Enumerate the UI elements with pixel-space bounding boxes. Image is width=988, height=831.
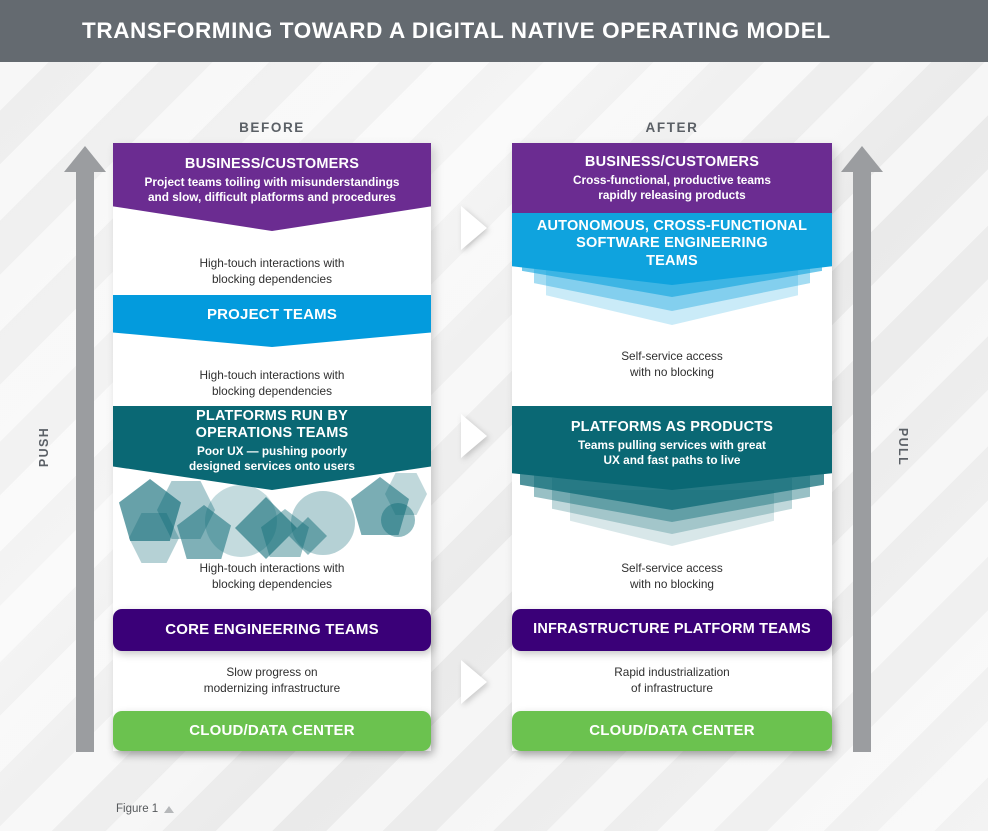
block-subtitle-line1: Cross-functional, productive teams (573, 172, 771, 187)
block-title: INFRASTRUCTURE PLATFORM TEAMS (533, 621, 811, 638)
connector-line2: blocking dependencies (211, 383, 333, 398)
after-card: BUSINESS/CUSTOMERS Cross-functional, pro… (512, 143, 832, 751)
block-subtitle-line2: rapidly releasing products (598, 187, 746, 202)
block-title: CORE ENGINEERING TEAMS (165, 621, 379, 639)
block-title: CLOUD/DATA CENTER (189, 722, 355, 740)
connector-line1: Slow progress on (226, 665, 318, 679)
block-subtitle-line2: designed services onto users (189, 459, 355, 474)
block-subtitle-line1: Teams pulling services with great (578, 437, 766, 452)
block-title-line1: PLATFORMS RUN BY (196, 408, 348, 425)
pull-arrow-label: PULL (896, 427, 911, 467)
connector-line2: of infrastructure (631, 680, 713, 695)
before-connector-1: High-touch interactions with blocking de… (113, 256, 431, 287)
push-arrow-label: PUSH (37, 426, 52, 468)
column-heading-after: AFTER (645, 120, 699, 135)
block-title: BUSINESS/CUSTOMERS (584, 153, 760, 170)
figure-caption-label: Figure 1 (116, 803, 159, 815)
after-block-cloud-data-center[interactable]: CLOUD/DATA CENTER (512, 711, 832, 751)
block-subtitle-line2: UX and fast paths to live (603, 452, 741, 467)
connector-line2: modernizing infrastructure (203, 680, 341, 695)
connector-line1: High-touch interactions with (199, 256, 345, 270)
header-bar: TRANSFORMING TOWARD A DIGITAL NATIVE OPE… (0, 0, 988, 62)
polygon-cluster (113, 473, 431, 565)
polygon-shape (385, 473, 427, 515)
after-block-platforms-as-products[interactable]: PLATFORMS AS PRODUCTS Teams pulling serv… (512, 406, 832, 490)
column-heading-before: BEFORE (239, 120, 305, 135)
push-arrow (64, 146, 106, 752)
before-connector-3: High-touch interactions with blocking de… (113, 561, 431, 592)
triangle-up-icon (164, 805, 175, 813)
page-title: TRANSFORMING TOWARD A DIGITAL NATIVE OPE… (82, 18, 831, 43)
before-block-core-engineering-teams[interactable]: CORE ENGINEERING TEAMS (113, 609, 431, 651)
block-title-line2: OPERATIONS TEAMS (195, 425, 349, 442)
polygon-shape (381, 503, 415, 537)
after-chevron-stack-teams: AUTONOMOUS, CROSS-FUNCTIONAL SOFTWARE EN… (512, 213, 832, 343)
pull-arrow (841, 146, 883, 752)
connector-line2: with no blocking (630, 364, 714, 379)
before-block-business-customers[interactable]: BUSINESS/CUSTOMERS Project teams toiling… (113, 143, 431, 231)
connector-line2: blocking dependencies (211, 271, 333, 286)
connector-line2: blocking dependencies (211, 576, 333, 591)
after-connector-3: Rapid industrialization of infrastructur… (512, 665, 832, 696)
before-block-project-teams[interactable]: PROJECT TEAMS (113, 295, 431, 347)
block-title-line2: SOFTWARE ENGINEERING (576, 235, 768, 252)
connector-line2: with no blocking (630, 576, 714, 591)
after-connector-1: Self-service access with no blocking (512, 349, 832, 380)
block-subtitle-line1: Project teams toiling with misunderstand… (144, 174, 400, 189)
block-subtitle-line2: and slow, difficult platforms and proced… (148, 189, 396, 204)
before-block-cloud-data-center[interactable]: CLOUD/DATA CENTER (113, 711, 431, 751)
connector-line1: High-touch interactions with (199, 561, 345, 575)
transition-arrow-icon (461, 206, 487, 250)
connector-line1: Self-service access (621, 561, 723, 575)
transition-arrow-icon (461, 414, 487, 458)
before-connector-2: High-touch interactions with blocking de… (113, 368, 431, 399)
figure-caption: Figure 1 (116, 803, 175, 815)
connector-line1: Self-service access (621, 349, 723, 363)
after-connector-2: Self-service access with no blocking (512, 561, 832, 592)
after-block-business-customers[interactable]: BUSINESS/CUSTOMERS Cross-functional, pro… (512, 143, 832, 213)
transition-arrow-icon (461, 660, 487, 704)
block-title: BUSINESS/CUSTOMERS (184, 155, 360, 172)
block-title-line3: TEAMS (646, 252, 698, 269)
polygon-shape (291, 491, 355, 555)
connector-line1: Rapid industrialization (614, 665, 730, 679)
before-card: BUSINESS/CUSTOMERS Project teams toiling… (113, 143, 431, 751)
block-subtitle-line1: Poor UX — pushing poorly (196, 444, 348, 459)
block-title: CLOUD/DATA CENTER (589, 722, 755, 740)
after-chevron-stack-platforms: PLATFORMS AS PRODUCTS Teams pulling serv… (512, 406, 832, 566)
block-title: PROJECT TEAMS (206, 306, 338, 324)
block-title: PLATFORMS AS PRODUCTS (570, 418, 774, 435)
connector-line1: High-touch interactions with (199, 368, 345, 382)
after-block-infrastructure-platform-teams[interactable]: INFRASTRUCTURE PLATFORM TEAMS (512, 609, 832, 651)
before-connector-4: Slow progress on modernizing infrastruct… (113, 665, 431, 696)
block-title-line1: AUTONOMOUS, CROSS-FUNCTIONAL (536, 218, 808, 235)
